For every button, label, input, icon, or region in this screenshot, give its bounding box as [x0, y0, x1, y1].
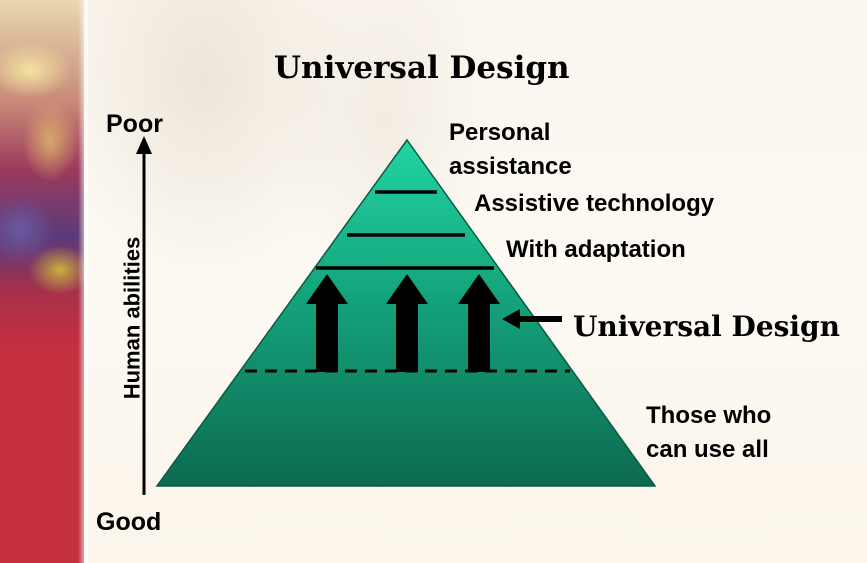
label-those-who-can-use-all: Those who can use all — [646, 402, 772, 463]
upward-arrow-icon — [458, 274, 500, 372]
side-strip-fade — [78, 0, 88, 563]
axis-label: Human abilities — [119, 236, 145, 400]
upward-arrow-icon — [386, 274, 428, 372]
upward-arrow-icon — [306, 274, 348, 372]
axis-top-label: Poor — [106, 110, 163, 138]
label-universal-design: Universal Design — [573, 310, 840, 343]
decorative-side-strip — [0, 0, 84, 563]
left-pointer-arrow-icon — [502, 309, 562, 329]
axis-arrow-head — [136, 136, 152, 154]
label-assistive-technology: Assistive technology — [474, 190, 715, 217]
axis-bottom-label: Good — [96, 508, 162, 536]
label-with-adaptation: With adaptation — [506, 236, 686, 263]
label-personal-assistance: Personal assistance — [449, 119, 572, 180]
diagram-title: Universal Design — [274, 50, 570, 86]
